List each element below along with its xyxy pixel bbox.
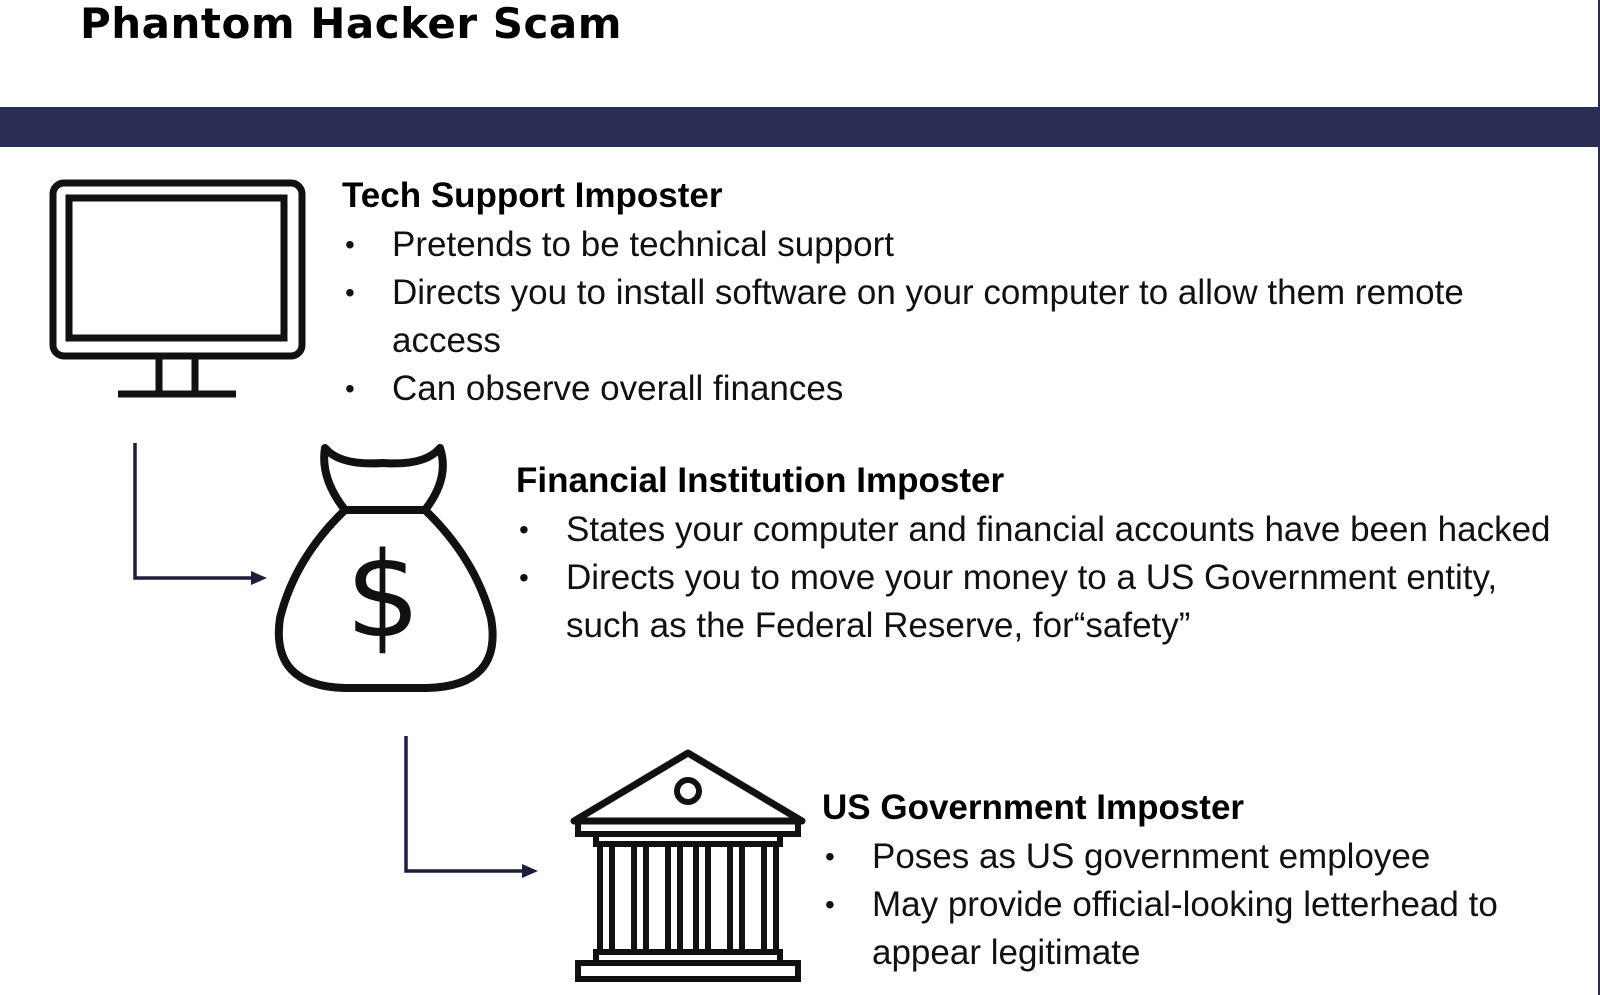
svg-text:$: $ <box>345 526 420 664</box>
government-building-icon <box>570 749 806 982</box>
bullet-glyph: • <box>345 229 355 260</box>
stage-bullet-list: • Pretends to be technical support • Direc… <box>342 221 1562 413</box>
computer-monitor-icon <box>49 179 306 398</box>
list-item: • May provide official-looking letterhead… <box>822 881 1582 977</box>
stage-heading: Tech Support Imposter <box>342 176 723 215</box>
right-edge-rule <box>1598 0 1600 995</box>
list-item-text: States your computer and financial accou… <box>566 510 1551 549</box>
money-bag-icon: $ <box>274 444 497 692</box>
stage-bullet-list: • Poses as US government employee • May pr… <box>822 833 1582 977</box>
bullet-glyph: • <box>345 277 355 308</box>
list-item-text: Poses as US government employee <box>872 837 1431 876</box>
stage-bullet-list: • States your computer and financial acco… <box>516 506 1566 650</box>
bullet-glyph: • <box>825 889 835 920</box>
list-item: • Can observe overall finances <box>342 365 1562 413</box>
bullet-glyph: • <box>345 373 355 404</box>
bullet-glyph: • <box>519 562 529 593</box>
list-item-text: Directs you to install software on your … <box>392 273 1464 360</box>
bullet-glyph: • <box>519 514 529 545</box>
flow-arrow-1 <box>133 443 267 585</box>
flow-arrow-2 <box>404 736 538 878</box>
list-item: • Directs you to install software on your… <box>342 269 1562 365</box>
list-item: • States your computer and financial acco… <box>516 506 1566 554</box>
stage-financial-institution: Financial Institution Imposter • States y… <box>516 458 1566 650</box>
list-item-text: May provide official-looking letterhead … <box>872 885 1498 972</box>
list-item-text: Pretends to be technical support <box>392 225 894 264</box>
list-item: • Directs you to move your money to a US … <box>516 554 1566 650</box>
list-item-text: Directs you to move your money to a US G… <box>566 558 1498 645</box>
stage-us-government: US Government Imposter • Poses as US gove… <box>822 785 1582 977</box>
page-title: Phantom Hacker Scam <box>80 0 623 48</box>
list-item: • Poses as US government employee <box>822 833 1582 881</box>
bullet-glyph: • <box>825 841 835 872</box>
list-item: • Pretends to be technical support <box>342 221 1562 269</box>
stage-tech-support: Tech Support Imposter • Pretends to be te… <box>342 173 1562 413</box>
list-item-text: Can observe overall finances <box>392 369 844 408</box>
stage-heading: US Government Imposter <box>822 788 1245 827</box>
header-band <box>0 107 1600 147</box>
stage-heading: Financial Institution Imposter <box>516 461 1005 500</box>
